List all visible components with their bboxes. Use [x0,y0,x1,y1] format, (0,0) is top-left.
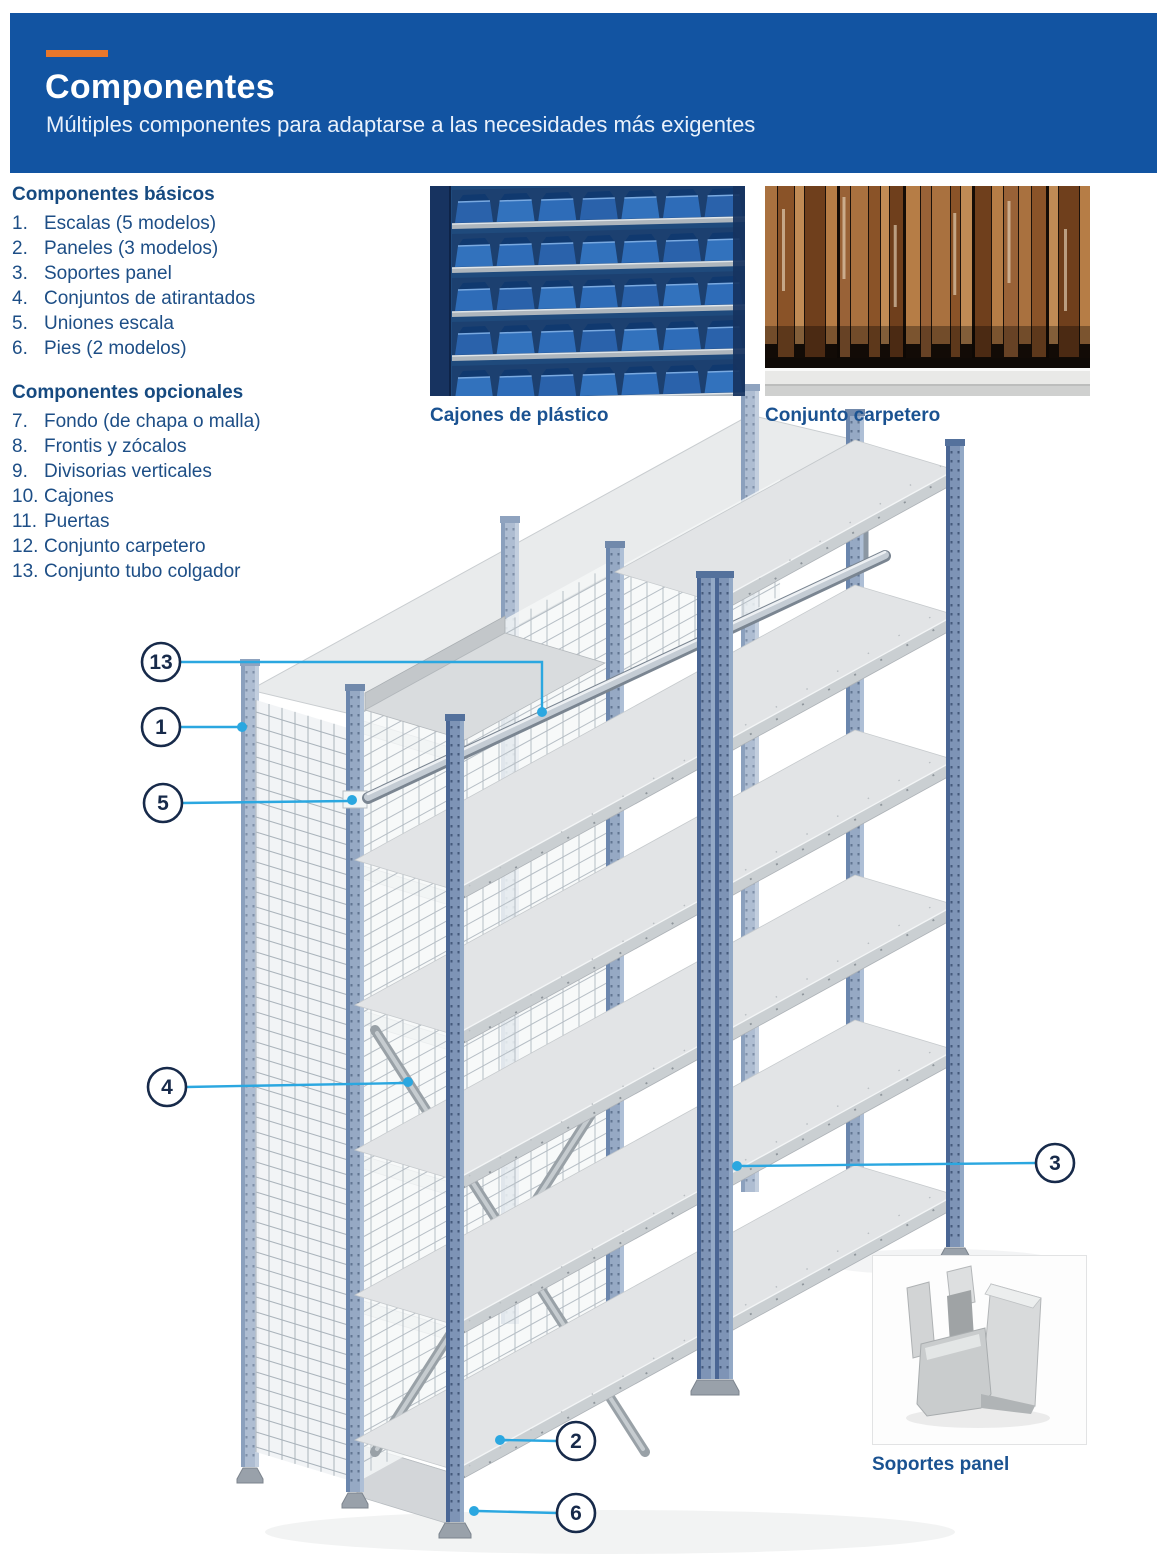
list-item: 9. Divisorias verticales [12,459,422,484]
item-number: 9. [12,461,28,482]
item-label: Conjunto carpetero [44,536,206,557]
item-number: 4. [12,288,28,309]
callout-13-number: 13 [149,651,172,674]
item-number: 5. [12,313,28,334]
list-item: 5. Uniones escala [12,311,422,336]
item-number: 2. [12,238,28,259]
item-number: 10. [12,486,39,507]
page-title: Componentes [45,68,275,106]
page-subtitle: Múltiples componentes para adaptarse a l… [46,112,756,137]
list-item: 11. Puertas [12,509,422,534]
photo-soportes-panel: Soportes panel [872,1255,1087,1476]
list-item: 4. Conjuntos de atirantados [12,286,422,311]
list-componentes-basicos: Componentes básicos 1. Escalas (5 modelos… [12,184,422,361]
callout-6: 6 [469,1492,597,1534]
callout-13: 13 [140,641,547,717]
list-item: 10.Cajones [12,484,422,509]
item-label: Fondo (de chapa o malla) [44,411,261,432]
callout-4: 4 [146,1066,413,1108]
item-number: 11. [12,511,38,532]
photo-conjunto-carpetero: Conjunto carpetero [765,186,1090,427]
panel-support-image [872,1255,1087,1445]
list-basic-title: Componentes básicos [12,184,215,205]
item-label: Uniones escala [44,313,174,334]
item-label: Cajones [44,486,114,507]
caption-cajones: Cajones de plástico [430,405,609,426]
item-number: 13. [12,561,39,582]
caption-carpetero: Conjunto carpetero [765,405,941,426]
item-label: Conjunto tubo colgador [44,561,241,582]
shelving-unit-illustration [236,384,1060,1554]
caption-soportes: Soportes panel [872,1454,1010,1475]
photo-cajones-plastico: Cajones de plástico [430,186,745,427]
item-label: Conjuntos de atirantados [44,288,256,309]
diagram-callouts: 13 1 5 4 [140,641,1076,1534]
list-item: 6. Pies (2 modelos) [12,336,422,361]
list-item: 8. Frontis y zócalos [12,434,422,459]
list-item: 7. Fondo (de chapa o malla) [12,409,422,434]
list-item: 1. Escalas (5 modelos) [12,211,422,236]
item-label: Escalas (5 modelos) [44,213,217,234]
item-label: Pies (2 modelos) [44,338,187,359]
item-number: 1. [12,213,28,234]
list-componentes-opcionales: Componentes opcionales 7. Fondo (de chapa… [12,382,422,584]
accent-dash [46,50,108,57]
header-banner: Componentes Múltiples componentes para a… [10,13,1157,173]
item-label: Soportes panel [44,263,172,284]
item-label: Divisorias verticales [44,461,212,482]
item-label: Frontis y zócalos [44,436,187,457]
item-number: 6. [12,338,28,359]
callout-6-number: 6 [570,1502,582,1525]
item-label: Puertas [44,511,110,532]
item-number: 12. [12,536,39,557]
item-number: 3. [12,263,28,284]
list-optional-title: Componentes opcionales [12,382,244,403]
callout-5: 5 [142,782,357,824]
callout-5-number: 5 [157,792,169,815]
list-item: 3. Soportes panel [12,261,422,286]
callout-2: 2 [495,1420,597,1462]
list-item: 2. Paneles (3 modelos) [12,236,422,261]
callout-3: 3 [732,1142,1076,1184]
plastic-bins-image [430,186,745,396]
list-item: 12.Conjunto carpetero [12,534,422,559]
callout-4-number: 4 [161,1076,173,1099]
hanging-folders-image [765,186,1090,396]
callout-3-number: 3 [1049,1152,1061,1175]
callout-1-number: 1 [155,716,167,739]
item-label: Paneles (3 modelos) [44,238,219,259]
list-item: 13.Conjunto tubo colgador [12,559,422,584]
callout-2-number: 2 [570,1430,582,1453]
item-number: 8. [12,436,28,457]
callout-1: 1 [140,706,247,748]
item-number: 7. [12,411,28,432]
